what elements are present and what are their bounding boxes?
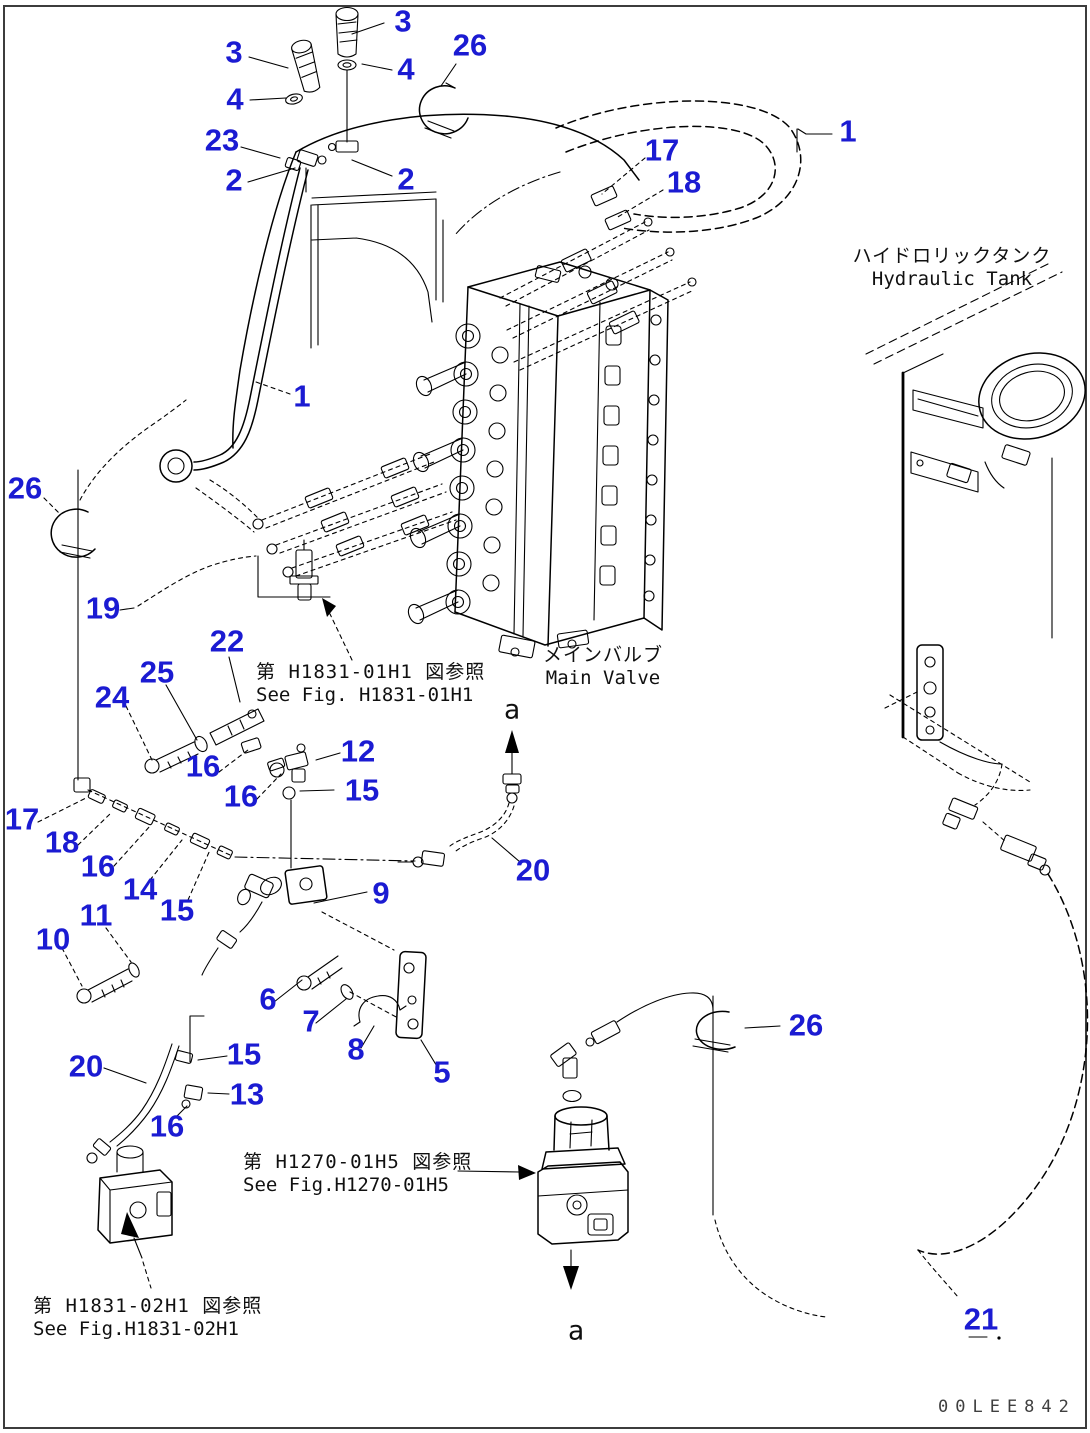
callout-3: 3 xyxy=(394,3,412,39)
group-6-7-8-5 xyxy=(296,950,427,1040)
marker-a-top: a xyxy=(503,694,521,726)
cover-outline xyxy=(232,113,640,449)
valve-port-stubs xyxy=(407,361,467,625)
tank-label: ハイドロリックタンク Hydraulic Tank xyxy=(853,245,1052,291)
callout-4: 4 xyxy=(397,51,415,87)
callout-2: 2 xyxy=(397,161,415,197)
callout-6: 6 xyxy=(259,981,277,1017)
ref1-en: See Fig. H1831-01H1 xyxy=(256,684,474,707)
hydraulic-tank-drawing xyxy=(865,261,1086,791)
callout-16: 16 xyxy=(223,778,259,814)
callout-16: 16 xyxy=(149,1108,185,1144)
main-valve-drawing xyxy=(407,261,669,659)
callout-3: 3 xyxy=(225,34,243,70)
callout-2: 2 xyxy=(225,162,243,198)
callout-20: 20 xyxy=(68,1048,104,1084)
callout-16: 16 xyxy=(185,748,221,784)
callout-18: 18 xyxy=(44,824,80,860)
washer-4-left xyxy=(285,93,303,105)
callout-17: 17 xyxy=(4,801,40,837)
leader-lines xyxy=(37,22,833,1118)
page-frame xyxy=(3,5,1087,1429)
callout-20: 20 xyxy=(515,852,551,888)
callout-17: 17 xyxy=(644,132,680,168)
bolt-3-left xyxy=(291,39,321,93)
main-valve-label: メインバルブ Main Valve xyxy=(543,644,663,690)
ref1-arrow xyxy=(322,598,353,661)
callout-15: 15 xyxy=(344,772,380,808)
tank-label-en: Hydraulic Tank xyxy=(871,268,1033,291)
callout-14: 14 xyxy=(122,871,158,907)
group-bottom-left xyxy=(86,1015,205,1289)
marker-a-bottom: a xyxy=(567,1315,585,1347)
callout-24: 24 xyxy=(94,679,130,715)
ref-note-h1831-02h1: 第 H1831-02H1 図参照 See Fig.H1831-02H1 xyxy=(33,1295,262,1341)
ref-note-h1270-01h5: 第 H1270-01H5 図参照 See Fig.H1270-01H5 xyxy=(243,1151,472,1197)
callout-15: 15 xyxy=(159,892,195,928)
valve-spool-caps xyxy=(599,314,662,602)
callout-4: 4 xyxy=(226,81,244,117)
callout-15: 15 xyxy=(226,1036,262,1072)
ref3-en: See Fig.H1831-02H1 xyxy=(33,1318,239,1341)
callout-26: 26 xyxy=(7,470,43,506)
clamp-26-top xyxy=(418,82,469,139)
callout-12: 12 xyxy=(340,733,376,769)
callout-8: 8 xyxy=(347,1031,365,1067)
hoses-to-valve-left xyxy=(195,453,457,578)
callout-21: 21 xyxy=(963,1301,999,1337)
ref3-jp: 第 H1831-02H1 図参照 xyxy=(33,1295,263,1317)
callout-19: 19 xyxy=(85,590,121,626)
callout-26: 26 xyxy=(788,1007,824,1043)
drawing-number-watermark: 00LEE842 xyxy=(938,1397,1076,1417)
ref2-jp: 第 H1270-01H5 図参照 xyxy=(243,1151,473,1173)
hose-1-left xyxy=(159,167,309,483)
callout-18: 18 xyxy=(666,164,702,200)
callout-23: 23 xyxy=(204,122,240,158)
callout-1: 1 xyxy=(839,113,857,149)
callout-13: 13 xyxy=(229,1076,265,1112)
group-bottom-center xyxy=(457,992,827,1318)
callout-5: 5 xyxy=(433,1054,451,1090)
tank-return-hose xyxy=(917,741,1089,1340)
tank-label-jp: ハイドロリックタンク xyxy=(852,245,1052,267)
callout-25: 25 xyxy=(139,654,175,690)
callout-26: 26 xyxy=(452,27,488,63)
clamp-23-2 xyxy=(284,149,327,193)
callout-9: 9 xyxy=(372,875,390,911)
main-valve-label-jp: メインバルブ xyxy=(542,644,664,666)
callout-16: 16 xyxy=(80,848,116,884)
callout-7: 7 xyxy=(302,1003,320,1039)
ref1-jp: 第 H1831-01H1 図参照 xyxy=(256,661,486,683)
callout-22: 22 xyxy=(209,623,245,659)
hose-19-left xyxy=(43,399,187,781)
ref-note-h1831-01h1: 第 H1831-01H1 図参照 See Fig. H1831-01H1 xyxy=(256,661,485,707)
ref2-en: See Fig.H1270-01H5 xyxy=(243,1174,449,1197)
assembly-9 xyxy=(76,865,395,1004)
hose-20-mid xyxy=(397,730,522,868)
callout-1: 1 xyxy=(293,378,311,414)
callout-11: 11 xyxy=(79,897,113,933)
main-valve-label-en: Main Valve xyxy=(545,667,661,690)
bolt-3-right xyxy=(335,6,359,58)
hose-loop-top-right xyxy=(555,100,802,233)
fitting-chain-left xyxy=(73,777,416,862)
washer-4-right xyxy=(337,59,357,71)
clamp-2-top xyxy=(327,140,359,153)
callout-10: 10 xyxy=(35,921,71,957)
